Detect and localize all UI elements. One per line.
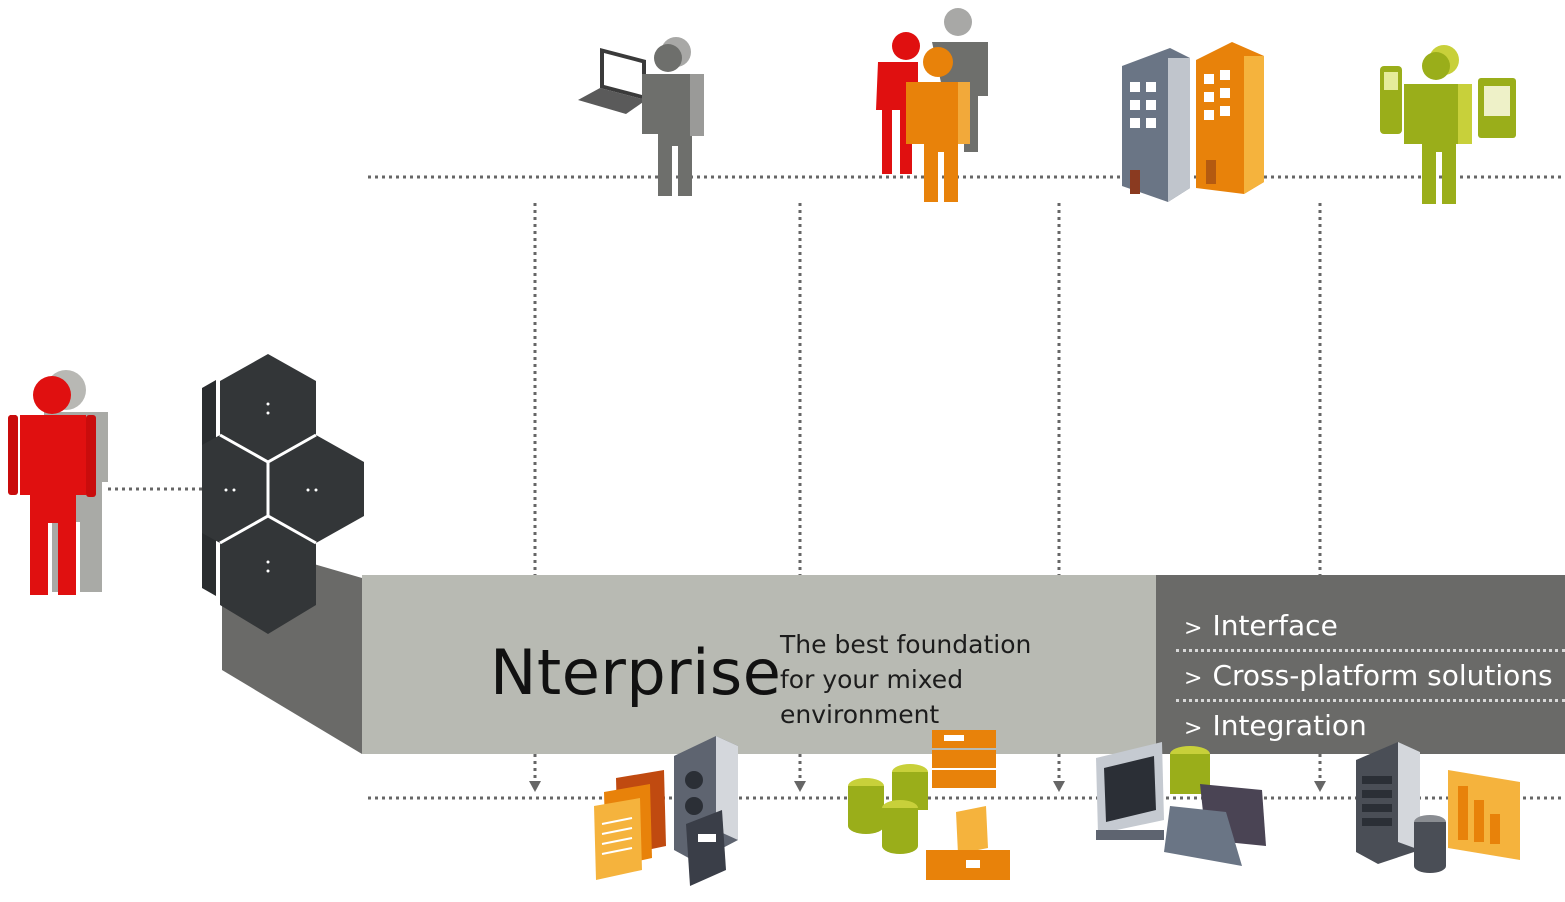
- arrowhead-1: [529, 781, 541, 792]
- office-buildings-icon: [1122, 42, 1264, 202]
- arrowhead-4: [1314, 781, 1326, 792]
- red-user-icon: [8, 370, 108, 595]
- tagline-line-1: The best foundation: [780, 630, 1032, 659]
- band-main: [362, 575, 1157, 754]
- menu-item-label: Cross-platform solutions: [1212, 659, 1553, 692]
- menu-item-cross-platform[interactable]: > Cross-platform solutions: [1176, 652, 1565, 702]
- desktop-folders-icon: [1096, 742, 1266, 866]
- menu-item-label: Interface: [1212, 609, 1338, 642]
- tagline: The best foundation for your mixed envir…: [780, 627, 1080, 732]
- vertical-connectors: [533, 203, 1322, 784]
- chevron-right-icon: >: [1184, 666, 1203, 691]
- arrowhead-2: [794, 781, 806, 792]
- menu-item-interface[interactable]: > Interface: [1176, 602, 1565, 652]
- hexagon-cluster-icon: [202, 354, 364, 634]
- laptop-user-icon: [578, 37, 704, 196]
- brand-name: Nterprise: [490, 636, 782, 709]
- server-rack-chart-icon: [1356, 742, 1520, 873]
- menu-item-integration[interactable]: > Integration: [1176, 702, 1565, 749]
- documents-server-icon: [594, 736, 738, 886]
- mobile-user-icon: [1380, 45, 1516, 204]
- menu-item-label: Integration: [1212, 709, 1367, 742]
- tagline-line-2: for your mixed: [780, 665, 964, 694]
- arrowheads: [529, 781, 1326, 792]
- databases-servers-icon: [848, 730, 1010, 880]
- tagline-line-3: environment: [780, 700, 940, 729]
- chevron-right-icon: >: [1184, 616, 1203, 641]
- arrowhead-3: [1053, 781, 1065, 792]
- user-group-icon: [876, 8, 988, 202]
- feature-menu: > Interface > Cross-platform solutions > In…: [1176, 602, 1565, 749]
- chevron-right-icon: >: [1184, 716, 1203, 741]
- band-menu-panel: [1156, 575, 1565, 754]
